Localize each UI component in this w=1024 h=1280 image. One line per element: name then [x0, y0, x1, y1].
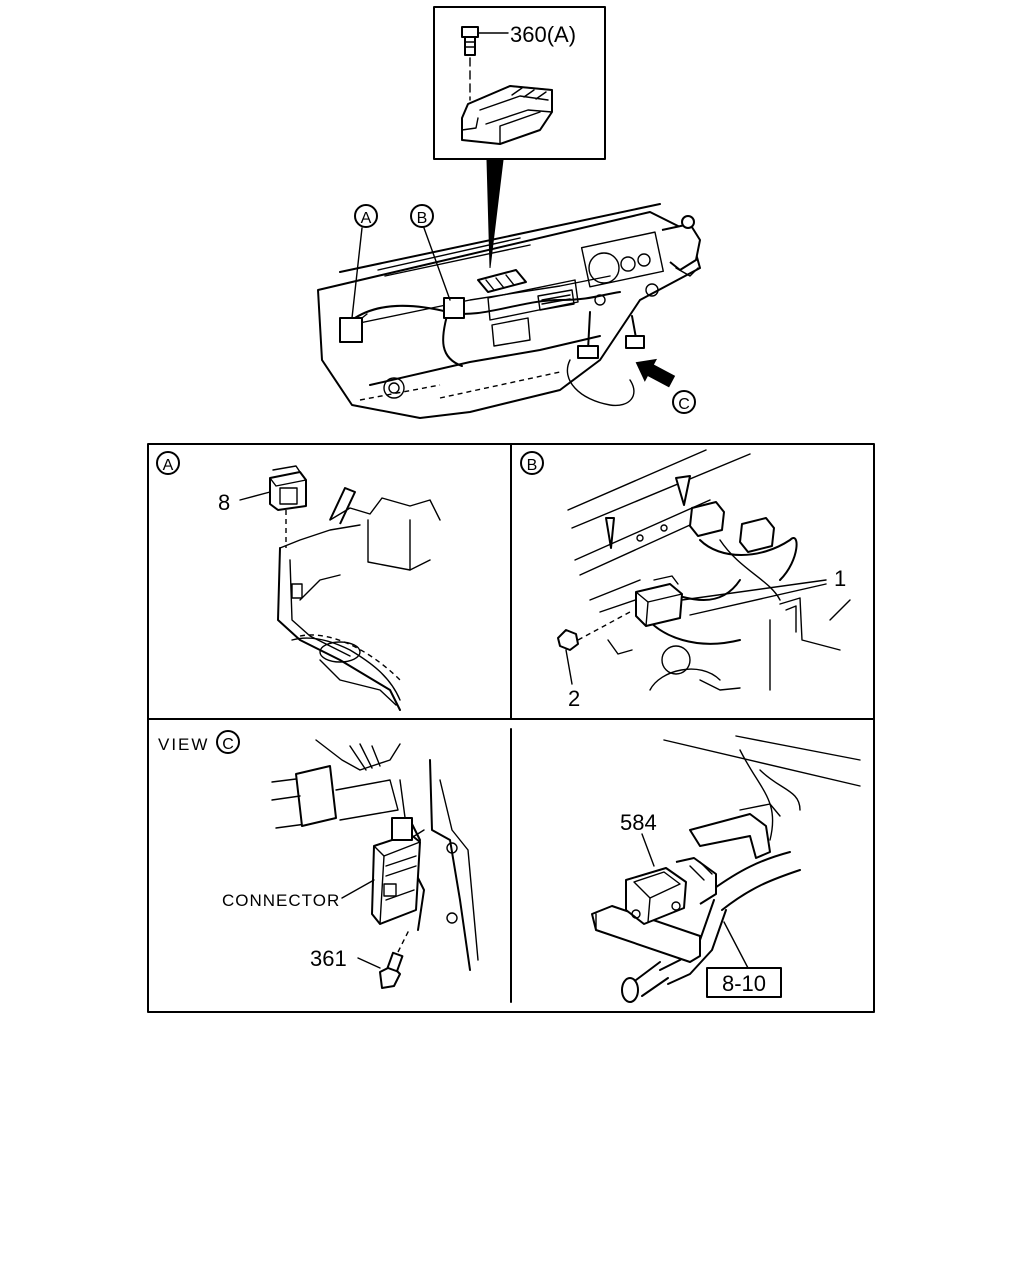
view-arrow-icon: [635, 358, 676, 388]
marker-b-label: B: [417, 210, 428, 227]
panel-d: 584 8-10: [591, 735, 861, 1003]
view-c-marker-circle: [216, 730, 240, 754]
overview-part-a: [339, 317, 363, 343]
view-label-prefix: VIEW: [158, 735, 209, 754]
connector-block: [371, 817, 421, 925]
label-361: 361: [310, 946, 347, 971]
part-584-sensor: [625, 857, 717, 925]
marker-a-circle: [354, 204, 378, 228]
panel-a-marker-label: A: [163, 457, 174, 474]
label-8: 8: [218, 490, 230, 515]
marker-a-label: A: [361, 210, 372, 227]
label-8-10: 8-10: [722, 971, 766, 996]
marker-b-circle: [410, 204, 434, 228]
panel-a-marker-circle: [156, 451, 180, 475]
marker-c-label: C: [678, 396, 690, 413]
panel-b-marker-label: B: [527, 457, 538, 474]
relay-bracket: [461, 85, 553, 145]
ref-box-8-10: [706, 967, 782, 998]
panel-b: B 1: [520, 449, 851, 711]
overview-part-b: [443, 297, 465, 319]
panel-c: VIEW C CONNECTOR: [158, 730, 479, 989]
leader-connector: [341, 879, 375, 899]
part-1-relay: [635, 575, 683, 627]
label-2: 2: [568, 686, 580, 711]
leader-8-10: [723, 921, 749, 969]
leader-8: [239, 491, 271, 501]
label-connector: CONNECTOR: [222, 891, 340, 910]
leader-361: [357, 957, 381, 969]
bolt-360a: [461, 26, 479, 101]
label-360a: 360(A): [510, 22, 576, 47]
marker-c-circle: [672, 390, 696, 414]
bolt-361: [379, 927, 411, 989]
label-584: 584: [620, 810, 657, 835]
top-inset: 360(A): [433, 6, 606, 269]
pointer-wedge: [486, 159, 504, 269]
part-2-screw: [557, 611, 631, 685]
detail-grid: [147, 443, 875, 1013]
panel-b-marker-circle: [520, 451, 544, 475]
leader-marker-a: [351, 227, 363, 319]
leader-marker-b: [423, 227, 451, 301]
panel-a: A 8: [156, 451, 441, 711]
label-1: 1: [834, 566, 846, 591]
leader-584: [641, 833, 655, 867]
top-inset-frame: [433, 6, 606, 160]
part-8: [269, 465, 307, 548]
view-c-marker-label: C: [222, 736, 234, 753]
leader-1: [681, 579, 827, 601]
dashboard-overview: A B C: [317, 203, 701, 419]
